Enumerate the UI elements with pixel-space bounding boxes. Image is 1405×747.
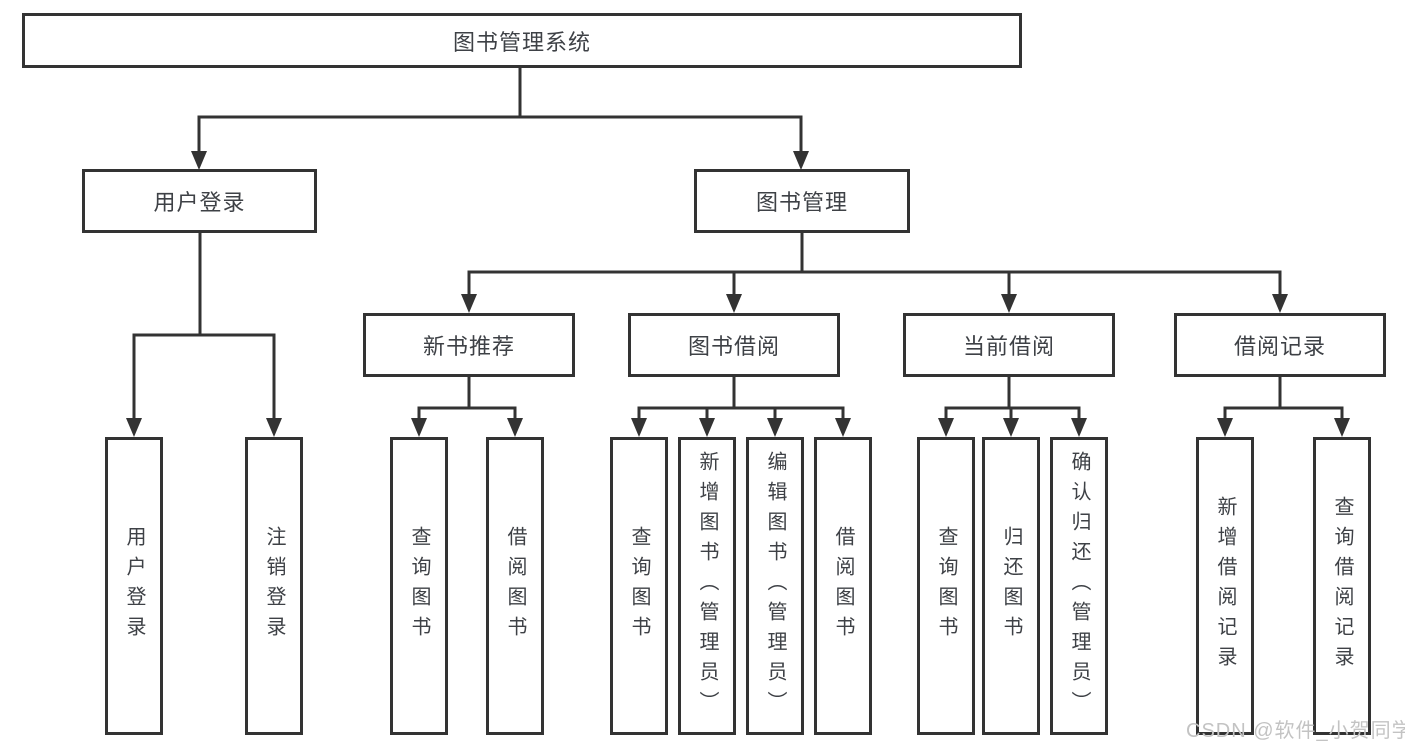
leaf-label: 查询图书 — [408, 526, 430, 646]
leaf-label: 查询图书 — [628, 526, 650, 646]
arrowhead-icon — [1001, 294, 1017, 313]
arrowhead-icon — [1071, 418, 1087, 437]
arrowhead-icon — [1272, 294, 1288, 313]
arrowhead-icon — [726, 294, 742, 313]
node-label: 借阅记录 — [1233, 334, 1326, 359]
node-borrowing-records: 借阅记录 — [1174, 313, 1386, 377]
connector-root-to-level2 — [197, 68, 803, 152]
arrowhead-icon — [266, 418, 282, 437]
leaf-label: 注销登录 — [263, 526, 285, 646]
node-user-login: 用户登录 — [82, 169, 317, 233]
leaf-add-books-admin: 新增图书（管理员） — [678, 437, 736, 735]
arrowhead-icon — [699, 418, 715, 437]
connector-newbook-to-leaves — [417, 377, 517, 419]
connector-records-to-leaves — [1223, 377, 1344, 419]
leaf-logout: 注销登录 — [245, 437, 303, 735]
leaf-borrow-books-recommend: 借阅图书 — [486, 437, 544, 735]
arrowhead-icon — [507, 418, 523, 437]
arrowhead-icon — [1217, 418, 1233, 437]
node-label: 当前借阅 — [962, 334, 1055, 359]
arrowhead-icon — [461, 294, 477, 313]
connector-userlogin-to-leaves — [132, 233, 276, 419]
arrowhead-icon — [631, 418, 647, 437]
leaf-confirm-return-admin: 确认归还（管理员） — [1050, 437, 1108, 735]
leaf-label: 编辑图书（管理员） — [764, 451, 786, 721]
node-label: 图书借阅 — [687, 334, 780, 359]
connector-bookmgmt-to-level3 — [467, 233, 1282, 295]
arrowhead-icon — [191, 151, 207, 170]
leaf-user-login: 用户登录 — [105, 437, 163, 735]
node-label: 图书管理系统 — [452, 29, 591, 55]
arrowhead-icon — [793, 151, 809, 170]
leaf-query-books-current: 查询图书 — [917, 437, 975, 735]
leaf-query-books-recommend: 查询图书 — [390, 437, 448, 735]
leaf-borrow-books-borrowing: 借阅图书 — [814, 437, 872, 735]
leaf-label: 查询借阅记录 — [1331, 496, 1353, 676]
node-label: 用户登录 — [153, 190, 246, 215]
leaf-label: 新增图书（管理员） — [696, 451, 718, 721]
leaf-label: 查询图书 — [935, 526, 957, 646]
leaf-label: 借阅图书 — [832, 526, 854, 646]
leaf-label: 确认归还（管理员） — [1068, 451, 1090, 721]
arrowhead-icon — [126, 418, 142, 437]
node-new-book-recommend: 新书推荐 — [363, 313, 575, 377]
node-current-borrowing: 当前借阅 — [903, 313, 1115, 377]
node-library-management-system: 图书管理系统 — [22, 13, 1022, 68]
leaf-label: 借阅图书 — [504, 526, 526, 646]
arrowhead-icon — [835, 418, 851, 437]
leaf-edit-books-admin: 编辑图书（管理员） — [746, 437, 804, 735]
leaf-label: 归还图书 — [1000, 526, 1022, 646]
leaf-query-books-borrowing: 查询图书 — [610, 437, 668, 735]
arrowhead-icon — [1003, 418, 1019, 437]
leaf-query-borrow-record: 查询借阅记录 — [1313, 437, 1371, 735]
leaf-label: 用户登录 — [123, 526, 145, 646]
arrowhead-icon — [1334, 418, 1350, 437]
node-label: 图书管理 — [755, 190, 848, 215]
arrowhead-icon — [767, 418, 783, 437]
arrowhead-icon — [411, 418, 427, 437]
leaf-label: 新增借阅记录 — [1214, 496, 1236, 676]
node-book-borrowing: 图书借阅 — [628, 313, 840, 377]
connector-borrow-to-leaves — [637, 377, 845, 419]
node-book-management: 图书管理 — [694, 169, 910, 233]
node-label: 新书推荐 — [422, 334, 515, 359]
arrowhead-icon — [938, 418, 954, 437]
connector-current-to-leaves — [944, 377, 1081, 419]
leaf-add-borrow-record: 新增借阅记录 — [1196, 437, 1254, 735]
leaf-return-books: 归还图书 — [982, 437, 1040, 735]
csdn-watermark: CSDN @软件_小贺同学 — [1186, 720, 1405, 742]
